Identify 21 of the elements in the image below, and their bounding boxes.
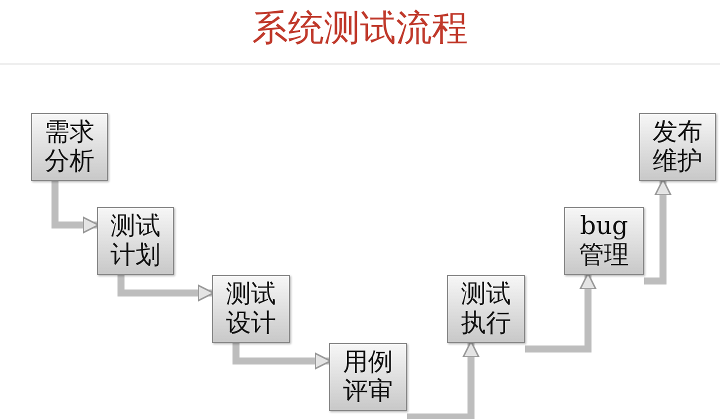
elbow-arrow (525, 272, 596, 352)
process-box (564, 207, 644, 275)
step-label: 发布维护 (652, 118, 704, 176)
elbow-arrow (407, 340, 480, 419)
step-label: 测试计划 (110, 212, 162, 270)
elbow-arrow (232, 343, 332, 370)
step-label: bug管理 (578, 212, 630, 270)
process-box (97, 207, 174, 275)
process-box (329, 343, 407, 411)
elbow-arrow (644, 178, 672, 284)
step-label: 需求分析 (44, 118, 96, 176)
step-label: 测试设计 (225, 280, 277, 338)
process-box (447, 275, 525, 343)
step-label: 用例评审 (342, 348, 394, 406)
title: 系统测试流程 (252, 8, 468, 48)
process-box (212, 275, 290, 343)
step-label: 测试执行 (460, 280, 512, 338)
process-box (31, 113, 108, 181)
process-box (639, 113, 716, 181)
elbow-arrow (118, 275, 214, 302)
elbow-arrow (52, 181, 100, 234)
